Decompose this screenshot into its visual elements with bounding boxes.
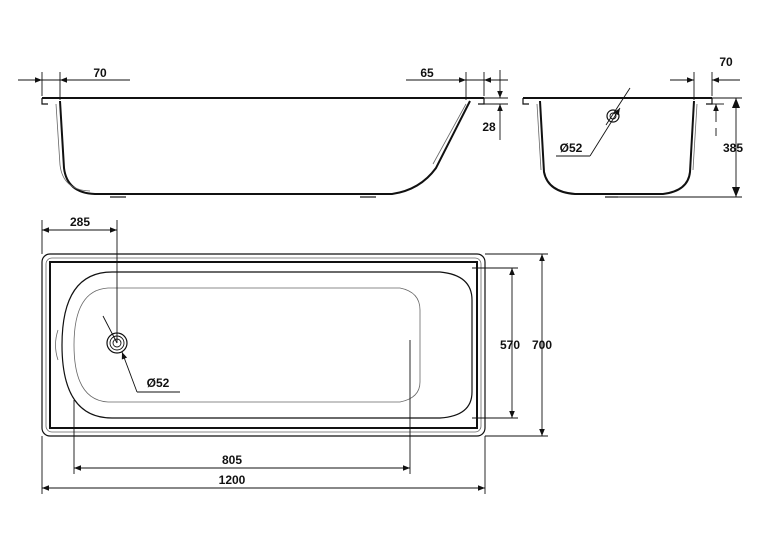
dim-label-end-drain: Ø52 [560, 141, 583, 155]
dim-label-plan-drain-offset: 285 [70, 215, 90, 229]
plan-inner-rim [49, 261, 478, 429]
dim-label-plan-inner-length: 805 [222, 453, 242, 467]
end-view-rim-left-lip [522, 98, 529, 105]
side-view: 70 65 28 [18, 66, 508, 198]
dim-label-side-rim-height: 28 [482, 120, 496, 134]
drain-leader [121, 351, 138, 393]
dim-label-plan-length: 1200 [219, 473, 246, 487]
dim-arrow [732, 98, 740, 108]
dim-label-plan-inner-width: 570 [500, 338, 520, 352]
end-view-drain-outer [606, 109, 620, 123]
end-view-inner-line [692, 103, 698, 171]
drain-leader [605, 87, 631, 126]
plan-outer-rim [41, 253, 486, 437]
drain-leader [102, 315, 118, 344]
dim-label-side-rim-left: 70 [93, 66, 107, 80]
dim-arrow [732, 187, 740, 197]
dim-label-end-rim: 70 [719, 55, 733, 69]
plan-rim-edge [45, 257, 482, 433]
drain-leader [589, 107, 621, 157]
dim-label-end-depth: 385 [723, 141, 743, 155]
plan-view: Ø52 285 570 700 805 1200 [41, 215, 552, 494]
end-view-body [539, 100, 695, 195]
plan-basin-outline [61, 271, 473, 419]
dim-label-plan-drain: Ø52 [147, 376, 170, 390]
dim-label-plan-width: 700 [532, 338, 552, 352]
dim-label-side-rim-right: 65 [420, 66, 434, 80]
side-view-rim-left-lip [41, 98, 48, 105]
side-view-inner-line [55, 103, 91, 192]
plan-handle-recess [55, 329, 59, 361]
side-view-body [59, 100, 471, 195]
end-view: Ø52 70 385 [522, 55, 743, 198]
plan-basin-floor [73, 287, 421, 403]
side-view-inner-line-right [432, 103, 467, 165]
end-view-inner-line [536, 103, 542, 171]
